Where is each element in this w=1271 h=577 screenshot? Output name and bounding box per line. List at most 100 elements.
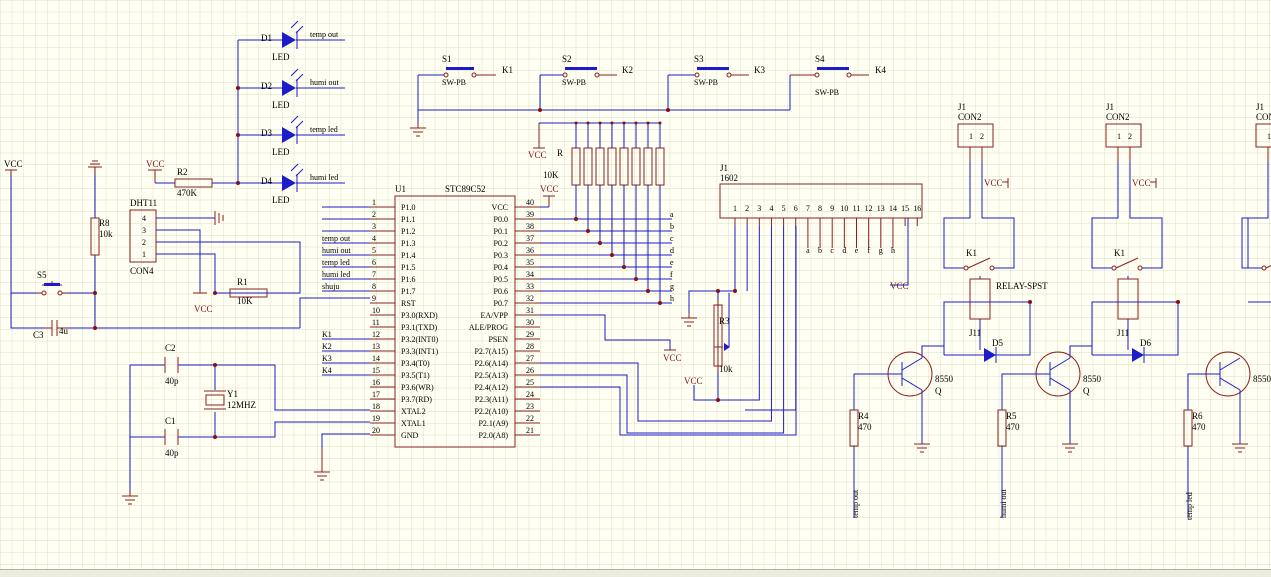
pin-name: P0.1 — [494, 227, 508, 236]
pin-name: P1.7 — [401, 287, 415, 296]
pin-number: 24 — [526, 390, 534, 399]
lcd-pin-number: 9 — [830, 204, 834, 213]
pin-name: P3.7(RD) — [401, 395, 432, 404]
pin-number: 37 — [526, 234, 534, 243]
pin-name: P2.7(A15) — [474, 347, 508, 356]
lcd-pin-number: 11 — [853, 204, 861, 213]
lcd-bus-label: g — [879, 246, 883, 255]
pin-number: 8 — [372, 282, 376, 291]
d3-label: D3 — [261, 128, 272, 138]
d4-type: LED — [272, 195, 290, 205]
key-s4: S4 SW-PB K4 — [790, 54, 886, 97]
coil-wire — [1091, 276, 1179, 350]
s4-net: K4 — [875, 65, 886, 75]
lcd-pin-number: 7 — [806, 204, 810, 213]
vcc-label: VCC — [1132, 178, 1151, 188]
relay-ref: K1 — [1114, 248, 1125, 258]
chip-body — [394, 195, 516, 448]
net-label: K3 — [322, 354, 332, 363]
pin-name: P2.0(A8) — [478, 431, 508, 440]
vcc-port — [1150, 178, 1157, 188]
s2-net: K2 — [622, 65, 633, 75]
pin-name: P1.4 — [401, 251, 415, 260]
con-name: CON2 — [1256, 112, 1271, 122]
con-pin: 1 — [969, 132, 973, 141]
keypad: S1 SW-PB K1 S2 SW-PB K2 S3 SW-PB K3 S4 — [410, 54, 886, 137]
pin-number: 17 — [372, 390, 380, 399]
dht11-sensor: DHT11 4 3 2 1 CON4 VCC R1 10K — [129, 198, 301, 314]
lcd-pin-number: 12 — [865, 204, 873, 213]
connector-con2 — [1255, 123, 1271, 148]
d4-label: D4 — [261, 176, 272, 186]
bus-wire — [540, 123, 672, 280]
lcd-pin-number: 4 — [769, 204, 773, 213]
status-strip — [0, 569, 1271, 577]
pin-name: P3.3(INT1) — [401, 347, 438, 356]
lcd-ctrl-wire — [745, 226, 797, 411]
transistor-type: 8550 — [1253, 374, 1271, 384]
junction — [634, 277, 638, 281]
net-label: K1 — [322, 330, 332, 339]
transistor-type: 8550 — [935, 374, 954, 384]
dht-pin-2: 2 — [142, 238, 146, 247]
con-name: CON2 — [1106, 112, 1130, 122]
pin-number: 26 — [526, 366, 534, 375]
pin-name: P1.3 — [401, 239, 415, 248]
pin-number: 13 — [372, 342, 380, 351]
s3-type: SW-PB — [694, 78, 718, 87]
pin-name: P3.6(WR) — [401, 383, 434, 392]
pin-number: 6 — [372, 258, 376, 267]
con-pin: 2 — [1128, 132, 1132, 141]
s4-type: SW-PB — [815, 88, 839, 97]
pin-number: 5 — [372, 246, 376, 255]
pin-number: 14 — [372, 354, 380, 363]
dht-pin-3: 3 — [142, 226, 146, 235]
con-pin: 1 — [1267, 132, 1271, 141]
c1-label: C1 — [165, 416, 176, 426]
pin-number: 4 — [372, 234, 376, 243]
d4-net: humi led — [310, 173, 338, 182]
c1-value: 40p — [165, 448, 179, 458]
c2-label: C2 — [165, 343, 176, 353]
net-label: humi out — [322, 246, 351, 255]
r3-value: 10k — [719, 364, 733, 374]
junction — [610, 253, 614, 257]
lcd-pin-number: 10 — [840, 204, 848, 213]
junction — [598, 121, 602, 125]
led-d4: D4 LED humi led — [238, 163, 345, 205]
s2-label: S2 — [562, 54, 572, 64]
key-s2: S2 SW-PB K2 — [540, 54, 633, 87]
r2-label: R2 — [177, 167, 188, 177]
pin-number: 35 — [526, 258, 534, 267]
pin-name: P3.4(T0) — [401, 359, 430, 368]
d2-label: D2 — [261, 81, 272, 91]
s4-label: S4 — [815, 54, 825, 64]
pin-number: 38 — [526, 222, 534, 231]
bus-wire — [540, 123, 672, 268]
relay-contact-wire — [943, 162, 1015, 269]
rnet-resistor — [595, 147, 605, 186]
pin-name: XTAL2 — [401, 407, 426, 416]
c3-value: 4u — [59, 326, 69, 336]
junction — [646, 289, 650, 293]
relay-switch — [1265, 265, 1271, 269]
pin-name: P2.4(A12) — [474, 383, 508, 392]
relay-contact — [989, 265, 995, 271]
pin-number: 21 — [526, 426, 534, 435]
pin-name: P3.5(T1) — [401, 371, 430, 380]
diode-ref: D5 — [992, 338, 1003, 348]
pin-number: 10 — [372, 306, 380, 315]
vcc-label: VCC — [684, 376, 703, 386]
net-label: K4 — [322, 366, 332, 375]
junction — [658, 301, 662, 305]
con-pin: 1 — [1117, 132, 1121, 141]
pin-name: P2.1(A9) — [478, 419, 508, 428]
pin-name: VCC — [492, 203, 508, 212]
lcd-pin-number: 2 — [745, 204, 749, 213]
pin-number: 40 — [526, 198, 534, 207]
diode-wire — [944, 347, 1031, 363]
bus-label: f — [670, 270, 673, 279]
